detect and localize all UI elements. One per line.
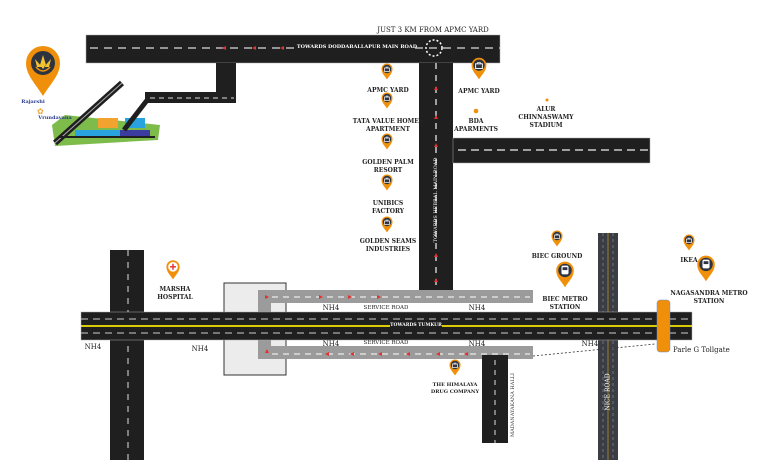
- place-label: APMC YARD: [367, 87, 409, 94]
- briefcase-pin-icon: [381, 216, 393, 237]
- briefcase-pin-icon: [381, 92, 393, 113]
- nh4-label: NH4: [191, 345, 209, 353]
- service-road-bottom: [258, 346, 533, 359]
- briefcase-pin-icon: [449, 359, 461, 380]
- direction-arrows: [222, 46, 284, 50]
- briefcase-pin-icon: [381, 63, 393, 84]
- place-label: BIEC GROUND: [531, 253, 583, 260]
- project-layout: [52, 80, 160, 146]
- place-label: NAGASANDRA METRO STATION: [670, 290, 748, 305]
- doddaballapur-road: [85, 34, 501, 64]
- place-label: BIEC METRO STATION: [542, 296, 588, 311]
- briefcase-pin-icon: [683, 234, 695, 255]
- place-label: THE HIMALAYA DRUG COMPANY: [430, 382, 480, 395]
- brand-logo-pin: [26, 46, 60, 96]
- project-name: Vrundavana: [38, 115, 72, 121]
- briefcase-pin-icon: [381, 174, 393, 195]
- place-label: APMC YARD: [458, 88, 500, 95]
- briefcase-pin-icon: [381, 133, 393, 154]
- place-label: UNIBICS FACTORY: [371, 200, 405, 215]
- nh4-label: NH4: [581, 340, 599, 348]
- brand-flower-icon: ✿: [37, 107, 44, 116]
- nice-road-label: NICE ROAD: [604, 373, 612, 411]
- header-text: JUST 3 KM FROM APMC YARD: [377, 26, 489, 34]
- toll-label: Parle G Tollgate: [673, 346, 730, 354]
- hebbal-road-label: TOWARDS HEBBAL MAIN ROAD: [433, 157, 439, 243]
- place-label: BDA APARMENTS: [454, 118, 498, 133]
- toll-connector: [532, 343, 656, 357]
- toll-gate: [656, 299, 671, 353]
- nh4-label: NH4: [84, 343, 102, 351]
- madanayakana-road-label: MADANAYAKANA HALLI: [510, 373, 516, 437]
- doddaballapur-road-label: TOWARDS DODDABALLAPUR MAIN ROAD: [296, 44, 418, 50]
- service-road-top-label: SERVICE ROAD: [363, 305, 409, 311]
- briefcase-pin-icon: [471, 57, 487, 84]
- place-label: GOLDEN PALM RESORT: [362, 159, 414, 174]
- alur-dot: [545, 98, 549, 102]
- train-pin-icon: [696, 255, 715, 286]
- tumkur-label: TOWARDS TUMKUR: [390, 323, 442, 328]
- nh4-label: NH4: [322, 304, 340, 312]
- service-road-bottom-label: SERVICE ROAD: [363, 340, 409, 346]
- train-pin-icon: [555, 261, 574, 292]
- brand-name: Rajarshi: [21, 99, 45, 105]
- place-label: ALUR CHINNASWAMY STADIUM: [518, 106, 574, 129]
- place-label: TATA VALUE HOMES APARTMENT: [352, 118, 424, 133]
- place-label: MARSHA HOSPITAL: [157, 286, 193, 301]
- nh4-label: NH4: [322, 340, 340, 348]
- hospital-pin-icon: [166, 260, 180, 284]
- place-label: IKEA: [680, 257, 698, 264]
- nh4-label: NH4: [468, 340, 486, 348]
- nh4-label: NH4: [468, 304, 486, 312]
- junction-circle: [425, 39, 443, 57]
- place-label: GOLDEN SEAMS INDUSTRIES: [359, 238, 417, 253]
- bda-dot: [473, 108, 479, 114]
- briefcase-pin-icon: [551, 230, 563, 251]
